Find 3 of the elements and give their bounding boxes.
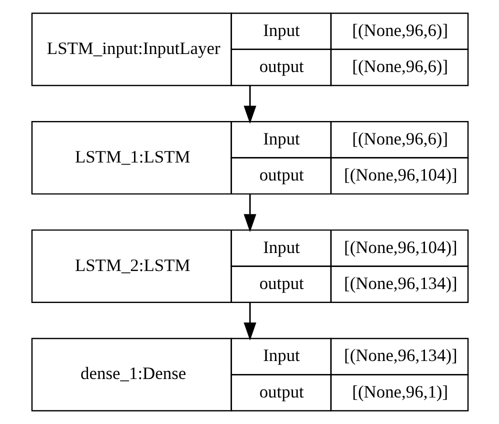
arrow <box>243 194 256 232</box>
arrow <box>243 302 256 340</box>
arrow <box>243 86 256 124</box>
